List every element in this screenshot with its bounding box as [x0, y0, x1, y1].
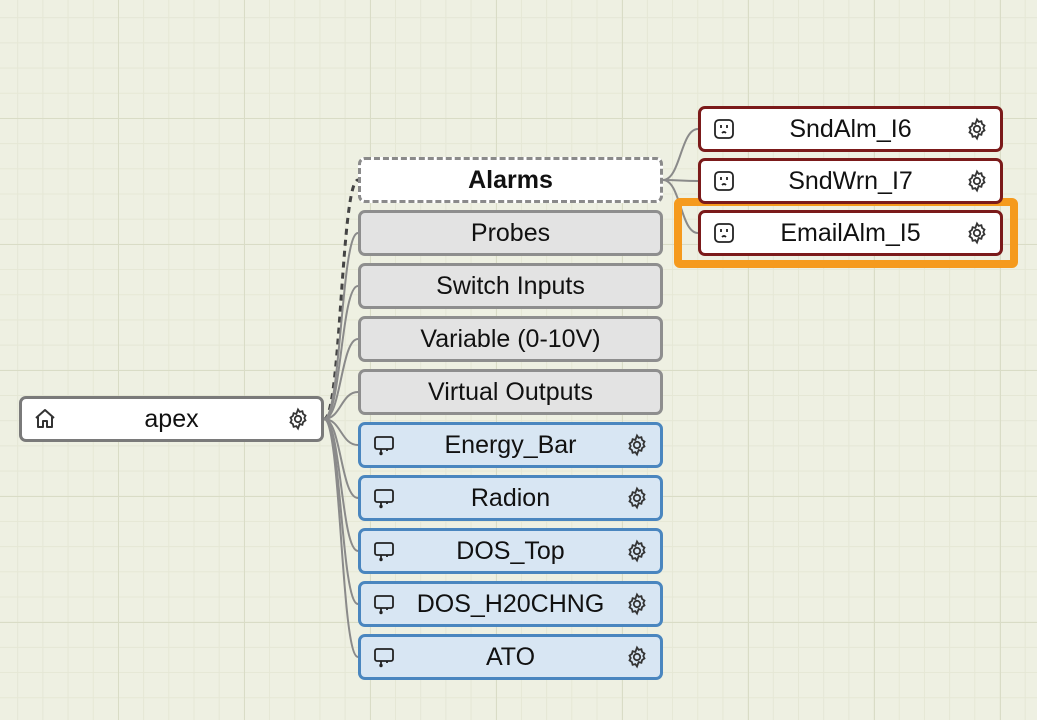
- node-output-ato[interactable]: ATO: [358, 634, 663, 680]
- node-switch-inputs-label: Switch Inputs: [436, 271, 585, 300]
- node-variable[interactable]: Variable (0-10V): [358, 316, 663, 362]
- tree-link: [323, 418, 359, 446]
- node-switch-inputs[interactable]: Switch Inputs: [358, 263, 663, 309]
- gear-icon[interactable]: [624, 591, 650, 617]
- gear-icon[interactable]: [285, 406, 311, 432]
- node-alarm-sndwrn-i7[interactable]: SndWrn_I7: [698, 158, 1003, 204]
- gear-icon[interactable]: [964, 220, 990, 246]
- node-output-label: Energy_Bar: [444, 430, 577, 459]
- gear-icon[interactable]: [624, 485, 650, 511]
- gear-icon[interactable]: [624, 644, 650, 670]
- node-virtual-outputs-label: Virtual Outputs: [428, 377, 593, 406]
- tree-link: [323, 418, 359, 658]
- node-alarm-emailalm-i5[interactable]: EmailAlm_I5: [698, 210, 1003, 256]
- tree-link: [322, 178, 360, 421]
- node-output-label: DOS_Top: [456, 536, 565, 565]
- node-output-label: Radion: [470, 483, 551, 512]
- node-alarms[interactable]: Alarms: [358, 157, 663, 203]
- node-probes[interactable]: Probes: [358, 210, 663, 256]
- node-output-label: ATO: [485, 642, 536, 671]
- node-output-dos-top[interactable]: DOS_Top: [358, 528, 663, 574]
- node-alarm-label: EmailAlm_I5: [780, 218, 921, 247]
- tree-link: [323, 418, 359, 499]
- tree-link: [662, 179, 699, 182]
- gear-icon[interactable]: [624, 538, 650, 564]
- node-probes-label: Probes: [470, 218, 551, 247]
- node-alarm-sndalm-i6[interactable]: SndAlm_I6: [698, 106, 1003, 152]
- outlet-plug-icon: [371, 538, 397, 564]
- tree-link: [323, 391, 359, 420]
- node-output-radion[interactable]: Radion: [358, 475, 663, 521]
- node-apex-label: apex: [144, 404, 199, 433]
- node-alarm-label: SndAlm_I6: [789, 114, 912, 143]
- outlet-plug-icon: [371, 432, 397, 458]
- gear-icon[interactable]: [624, 432, 650, 458]
- home-icon: [32, 406, 58, 432]
- outlet-plug-icon: [371, 485, 397, 511]
- outlet-plug-icon: [371, 644, 397, 670]
- gear-icon[interactable]: [964, 168, 990, 194]
- node-output-dos-h20chng[interactable]: DOS_H20CHNG: [358, 581, 663, 627]
- gear-icon[interactable]: [964, 116, 990, 142]
- node-virtual-outputs[interactable]: Virtual Outputs: [358, 369, 663, 415]
- outlet-icon: [711, 220, 737, 246]
- tree-link: [662, 128, 699, 181]
- node-alarms-label: Alarms: [468, 165, 553, 194]
- node-output-label: DOS_H20CHNG: [416, 589, 605, 618]
- node-variable-label: Variable (0-10V): [420, 324, 601, 353]
- node-apex[interactable]: apex: [19, 396, 324, 442]
- tree-link: [323, 418, 359, 552]
- outlet-plug-icon: [371, 591, 397, 617]
- tree-link: [323, 232, 359, 420]
- tree-link: [323, 285, 359, 420]
- tree-link: [323, 418, 359, 605]
- node-alarm-label: SndWrn_I7: [788, 166, 913, 195]
- node-output-energy-bar[interactable]: Energy_Bar: [358, 422, 663, 468]
- outlet-icon: [711, 116, 737, 142]
- tree-link: [323, 338, 359, 420]
- outlet-icon: [711, 168, 737, 194]
